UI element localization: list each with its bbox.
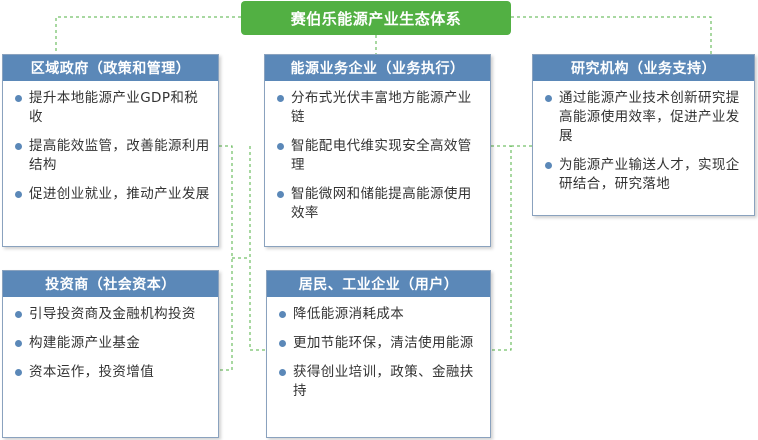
card-enterprise-header: 能源业务企业（业务执行） — [265, 55, 490, 81]
connector-title-gov — [55, 16, 241, 54]
list-item: 提高能效监管，改善能源利用结构 — [15, 137, 210, 175]
card-users: 居民、工业企业（用户） 降低能源消耗成本 更加节能环保，清洁使用能源 获得创业培… — [266, 270, 491, 438]
list-item: 构建能源产业基金 — [15, 334, 210, 353]
list-item: 资本运作，投资增值 — [15, 363, 210, 382]
list-item: 提升本地能源产业GDP和税收 — [15, 89, 210, 127]
connector-right-bracket — [491, 145, 512, 351]
card-government-list: 提升本地能源产业GDP和税收 提高能效监管，改善能源利用结构 促进创业就业，推动… — [3, 81, 218, 204]
list-item: 通过能源产业技术创新研究提高能源使用效率，促进产业发展 — [545, 89, 746, 146]
card-investor: 投资商（社会资本） 引导投资商及金融机构投资 构建能源产业基金 资本运作，投资增… — [2, 270, 219, 438]
card-enterprise-list: 分布式光伏丰富地方能源产业链 智能配电代维实现安全高效管理 智能微网和储能提高能… — [265, 81, 490, 223]
card-research-header: 研究机构（业务支持） — [533, 55, 754, 81]
card-investor-header: 投资商（社会资本） — [3, 271, 218, 297]
list-item: 降低能源消耗成本 — [279, 305, 482, 324]
list-item: 引导投资商及金融机构投资 — [15, 305, 210, 324]
list-item: 智能微网和储能提高能源使用效率 — [277, 185, 482, 223]
list-item: 更加节能环保，清洁使用能源 — [279, 334, 482, 353]
list-item: 分布式光伏丰富地方能源产业链 — [277, 89, 482, 127]
card-users-header: 居民、工业企业（用户） — [267, 271, 490, 297]
card-research: 研究机构（业务支持） 通过能源产业技术创新研究提高能源使用效率，促进产业发展 为… — [532, 54, 755, 216]
card-users-list: 降低能源消耗成本 更加节能环保，清洁使用能源 获得创业培训，政策、金融扶持 — [267, 297, 490, 401]
list-item: 获得创业培训，政策、金融扶持 — [279, 363, 482, 401]
connector-center-junction — [249, 146, 266, 351]
card-enterprise: 能源业务企业（业务执行） 分布式光伏丰富地方能源产业链 智能配电代维实现安全高效… — [264, 54, 491, 247]
card-research-list: 通过能源产业技术创新研究提高能源使用效率，促进产业发展 为能源产业输送人才，实现… — [533, 81, 754, 194]
card-government-header: 区域政府（政策和管理） — [3, 55, 218, 81]
connector-title-research — [511, 16, 712, 54]
list-item: 智能配电代维实现安全高效管理 — [277, 137, 482, 175]
list-item: 为能源产业输送人才，实现企研结合，研究落地 — [545, 156, 746, 194]
card-investor-list: 引导投资商及金融机构投资 构建能源产业基金 资本运作，投资增值 — [3, 297, 218, 382]
connector-left-bracket — [219, 145, 233, 371]
card-government: 区域政府（政策和管理） 提升本地能源产业GDP和税收 提高能效监管，改善能源利用… — [2, 54, 219, 247]
ecosystem-title: 赛伯乐能源产业生态体系 — [241, 1, 511, 35]
list-item: 促进创业就业，推动产业发展 — [15, 185, 210, 204]
